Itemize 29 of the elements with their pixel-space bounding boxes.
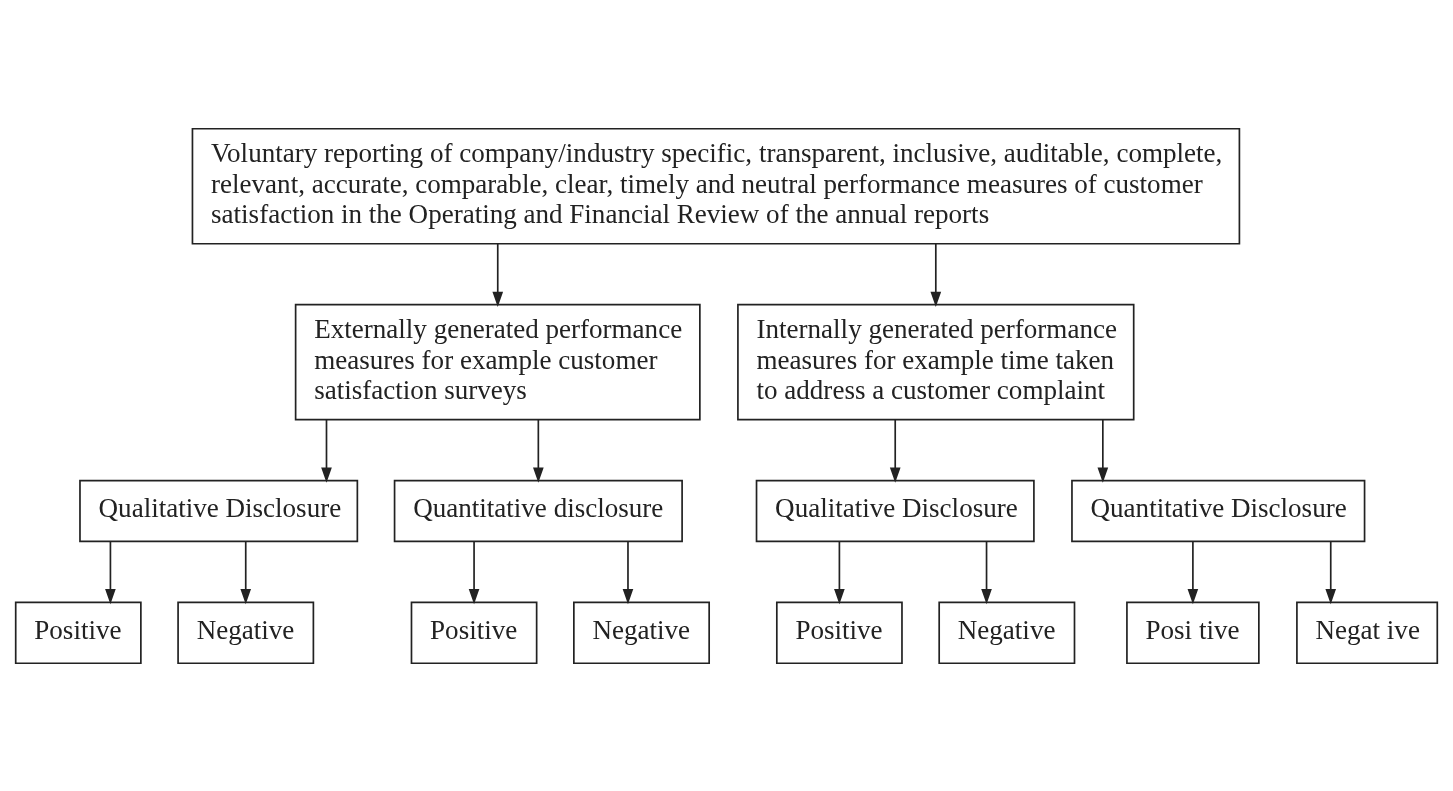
arrow (492, 242, 504, 307)
node-box: Negative (573, 601, 710, 664)
node-box: Negat ive (1296, 601, 1439, 664)
arrow (1325, 540, 1337, 604)
arrow (105, 540, 116, 604)
arrow (533, 418, 544, 483)
arrow (834, 540, 845, 604)
node-box: Quantitative Disclosure (1071, 479, 1366, 542)
node-box: Quantitative disclosure (393, 479, 683, 542)
arrow (622, 540, 634, 604)
node-box: Internally generated performance measures for example time taken to address a customer complaint (737, 303, 1135, 421)
arrow (468, 540, 480, 604)
arrow (1097, 418, 1109, 483)
arrow (321, 418, 332, 483)
node-box: Voluntary reporting of company/industry specific, transparent, inclusive, auditable, complete, relevant, accurate, comparable, clear, timely and neutral performance measures of customer satisfaction in the Operating and Financial Review of the annual reports (191, 127, 1241, 245)
arrow (240, 540, 252, 604)
arrow (889, 418, 901, 483)
node-box: Positive (410, 601, 538, 664)
arrow (981, 540, 992, 604)
node-box: Positive (14, 601, 142, 664)
arrow (1187, 540, 1199, 604)
node-box: Qualitative Disclosure (755, 479, 1035, 542)
node-box: Positive (775, 601, 903, 664)
node-box: Qualitative Disclosure (79, 479, 359, 542)
arrow (930, 242, 942, 307)
node-box: Negative (177, 601, 315, 664)
node-box: Negative (938, 601, 1076, 664)
node-box: Posi tive (1126, 601, 1260, 664)
node-box: Externally generated performance measures for example customer satisfaction surveys (294, 303, 701, 421)
